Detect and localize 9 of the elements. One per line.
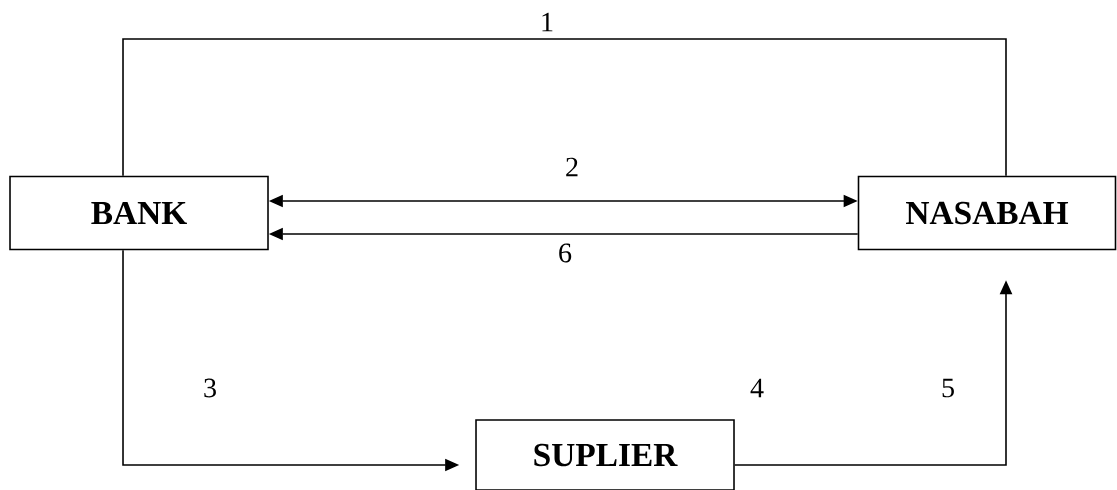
number-label: 4 — [750, 378, 764, 398]
process-box: SUPLIER — [475, 419, 735, 490]
process-box: BANK — [9, 175, 269, 251]
process-box: NASABAH — [857, 175, 1117, 251]
edge-label: 3 — [201, 376, 219, 400]
edge-label: 1 — [538, 10, 556, 34]
number-label: 5 — [942, 378, 954, 398]
edge-label: 6 — [556, 241, 574, 265]
edge-label: 2 — [563, 155, 581, 179]
